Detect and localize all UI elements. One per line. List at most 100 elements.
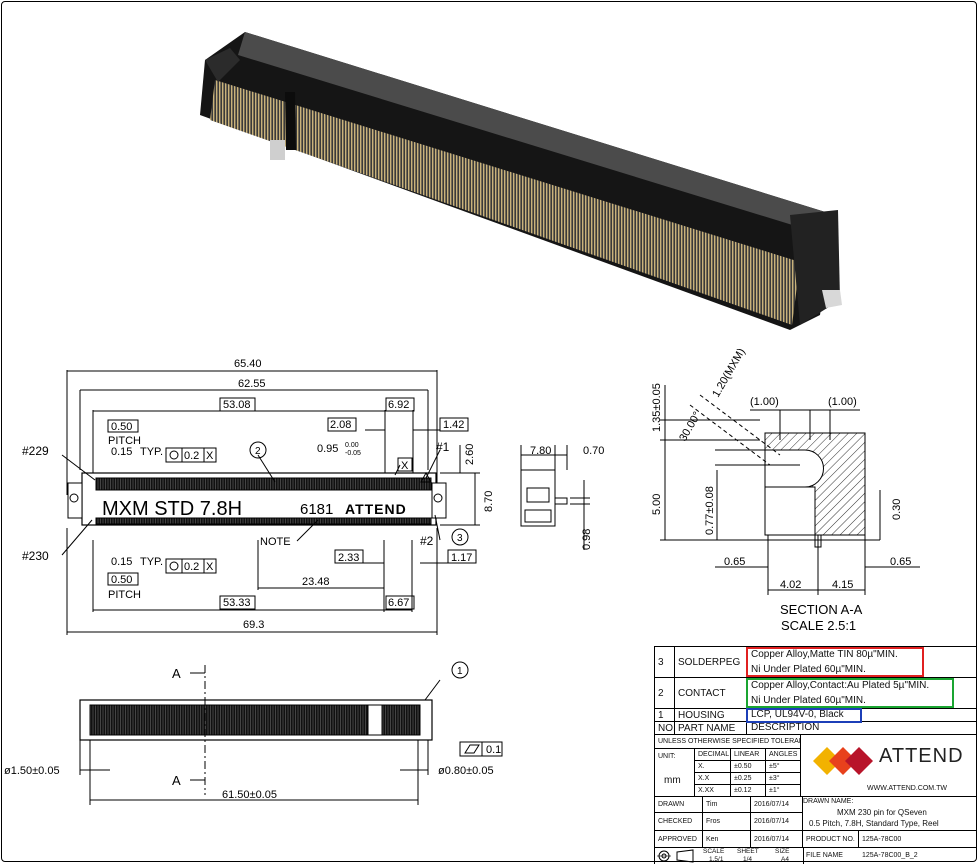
typ-bot: TYP. bbox=[140, 556, 163, 568]
tol-cell: X. bbox=[695, 761, 731, 772]
section-scale: SCALE 2.5:1 bbox=[781, 618, 856, 633]
dim-23-48: 23.48 bbox=[302, 576, 330, 588]
dim-0-95: 0.95 bbox=[317, 443, 338, 455]
tol-col-decimal: DECIMAL bbox=[695, 749, 731, 760]
product-row: PRODUCT NO. 125A-78C00 bbox=[803, 831, 977, 848]
dim-2-08: 2.08 bbox=[330, 419, 351, 431]
dim-2-60: 2.60 bbox=[464, 444, 476, 465]
pitch-word-top: PITCH bbox=[108, 435, 141, 447]
dim-4-02: 4.02 bbox=[780, 579, 801, 591]
sign-row: DRAWN Tim 2016/07/14 bbox=[655, 797, 803, 813]
company-url: WWW.ATTEND.COM.TW bbox=[867, 785, 947, 792]
dim-7-80: 7.80 bbox=[530, 445, 551, 457]
bom-desc2: Ni Under Plated 60µ"MIN. bbox=[751, 695, 866, 706]
drawn-name-line2: 0.5 Pitch, 7.8H, Standard Type, Reel bbox=[809, 819, 939, 828]
tol-top: 0.15 bbox=[111, 446, 132, 458]
tol-minus: -0.05 bbox=[345, 450, 361, 457]
tol-cell: X.XX bbox=[695, 785, 731, 796]
balloon-3: 3 bbox=[457, 533, 463, 544]
scale-row: SCALE 1.5/1 SHEET 1/4 SIZE A4 bbox=[655, 848, 803, 864]
sign-row: CHECKED Fros 2016/07/14 bbox=[655, 813, 803, 831]
product-label: PRODUCT NO. bbox=[803, 831, 859, 847]
pin-1: #1 bbox=[436, 440, 450, 454]
top-view bbox=[61, 370, 480, 635]
bom-header-no: NO. bbox=[655, 722, 675, 734]
dia-left: ø1.50±0.05 bbox=[4, 765, 60, 777]
tol-unit-cell: UNIT: mm bbox=[655, 749, 695, 797]
tol-cell: ±0.50 bbox=[731, 761, 766, 772]
pin-229: #229 bbox=[22, 444, 49, 458]
pitch-top: 0.50 bbox=[111, 421, 132, 433]
file-value: 125A-78C00_B_2 bbox=[862, 852, 918, 859]
pitch-bot: 0.50 bbox=[111, 574, 132, 586]
connector-photo bbox=[200, 32, 842, 330]
tol-col-angles: ANGLES bbox=[766, 749, 801, 760]
sign-role: DRAWN bbox=[655, 797, 703, 812]
sign-date: 2016/07/14 bbox=[751, 831, 803, 847]
sign-row: APPROVED Ken 2016/07/14 bbox=[655, 831, 803, 848]
sheet-label: SHEET bbox=[737, 848, 759, 855]
bom-no: 1 bbox=[655, 709, 675, 721]
pin-230: #230 bbox=[22, 549, 49, 563]
tol-unit: mm bbox=[664, 775, 681, 786]
section-mark-a1: A bbox=[172, 666, 181, 681]
company-logo-area: ATTEND WWW.ATTEND.COM.TW bbox=[801, 735, 977, 797]
side-view bbox=[520, 445, 590, 550]
dim-53-33: 53.33 bbox=[223, 597, 251, 609]
tol-cell: ±0.12 bbox=[731, 785, 766, 796]
dim-6-92: 6.92 bbox=[388, 399, 409, 411]
balloon-1-bottom: 1 bbox=[457, 666, 463, 677]
drawn-name-block: DRAWN NAME: MXM 230 pin for QSeven 0.5 P… bbox=[803, 797, 977, 831]
sheet-value: 1/4 bbox=[743, 856, 753, 863]
tol-row: X.X ±0.25 ±3° bbox=[695, 773, 801, 785]
connector-brand: ATTEND bbox=[345, 501, 407, 517]
dia-right: ø0.80±0.05 bbox=[438, 765, 494, 777]
dim-1-00a: (1.00) bbox=[750, 396, 779, 408]
attend-logo-icon bbox=[813, 747, 873, 775]
bom-header-desc: DESCRIPTION bbox=[751, 722, 820, 733]
product-value: 125A-78C00 bbox=[862, 835, 902, 843]
fcf-datum-bot: X bbox=[206, 561, 214, 573]
bom-no: 2 bbox=[655, 678, 675, 708]
bottom-view bbox=[79, 661, 503, 805]
dim-0-70: 0.70 bbox=[583, 445, 604, 457]
dim-1-42: 1.42 bbox=[443, 419, 464, 431]
file-row: FILE NAME 125A-78C00_B_2 bbox=[803, 848, 977, 864]
connector-code: 6181 bbox=[300, 501, 333, 518]
connector-label: MXM STD 7.8H bbox=[102, 498, 242, 520]
tol-cell: ±3° bbox=[766, 773, 801, 784]
tol-title: UNLESS OTHERWISE SPECIFIED TOLERANCE bbox=[655, 735, 801, 748]
dim-1-35: 1.35±0.05 bbox=[651, 383, 663, 432]
section-title: SECTION A-A bbox=[780, 602, 863, 617]
datum-x: X bbox=[401, 460, 409, 472]
dim-1-00b: (1.00) bbox=[828, 396, 857, 408]
tol-row: X. ±0.50 ±5° bbox=[695, 761, 801, 773]
dim-6-67: 6.67 bbox=[388, 597, 409, 609]
sign-role: CHECKED bbox=[655, 813, 703, 830]
tol-title-row: UNLESS OTHERWISE SPECIFIED TOLERANCE bbox=[655, 735, 801, 749]
bom-name: HOUSING bbox=[675, 709, 747, 721]
file-label: FILE NAME bbox=[806, 852, 843, 859]
tol-bot: 0.15 bbox=[111, 556, 132, 568]
bom-desc1: Copper Alloy,Matte TIN 80µ"MIN. bbox=[751, 649, 898, 660]
tol-cols: DECIMAL LINEAR ANGLES bbox=[695, 749, 801, 761]
company-name: ATTEND bbox=[879, 745, 964, 767]
dim-1-20: 1.20(MXM) bbox=[710, 346, 748, 399]
section-view bbox=[660, 385, 920, 595]
fcf-val-bot: 0.2 bbox=[184, 561, 199, 573]
flatness: 0.1 bbox=[486, 744, 501, 756]
bom-no: 3 bbox=[655, 647, 675, 677]
pitch-word-bot: PITCH bbox=[108, 589, 141, 601]
dim-4-15: 4.15 bbox=[832, 579, 853, 591]
balloon-2: 2 bbox=[255, 446, 261, 457]
scale-value: 1.5/1 bbox=[709, 856, 724, 863]
drawn-name-label: DRAWN NAME: bbox=[803, 798, 854, 805]
sign-role: APPROVED bbox=[655, 831, 703, 847]
size-label: SIZE bbox=[775, 848, 790, 855]
fcf-datum-top: X bbox=[206, 450, 214, 462]
projection-symbol-icon bbox=[657, 849, 694, 863]
tol-cell: ±0.25 bbox=[731, 773, 766, 784]
scale-label: SCALE bbox=[703, 848, 725, 855]
